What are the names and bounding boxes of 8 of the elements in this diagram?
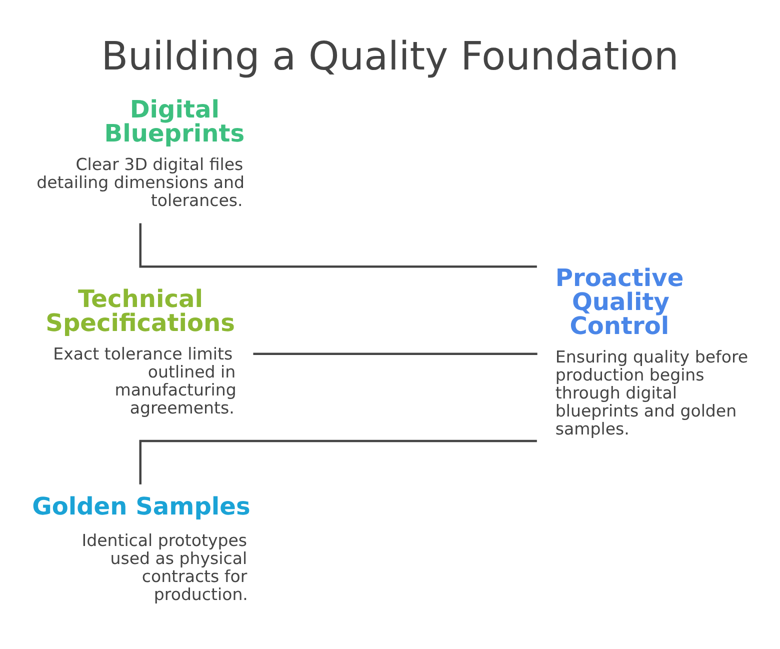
connector [253,352,538,355]
node-text: Golden Samples Identical prototypes used as physical contracts for production. [32,492,250,604]
node-text: Digital Blueprints Clear 3D digital files detailing dimensions and tolerances. [36,95,245,210]
connector [139,223,537,268]
node-text: Proactive Quality Control Ensuring quality before production begins through digital blueprints and golden samples. [555,264,748,439]
node-text: Technical Specifications Exact tolerance limits outlined in manufacturing agreements. [46,284,236,418]
diagram-title: Building a Quality Foundation [101,34,679,80]
connector [139,440,537,484]
